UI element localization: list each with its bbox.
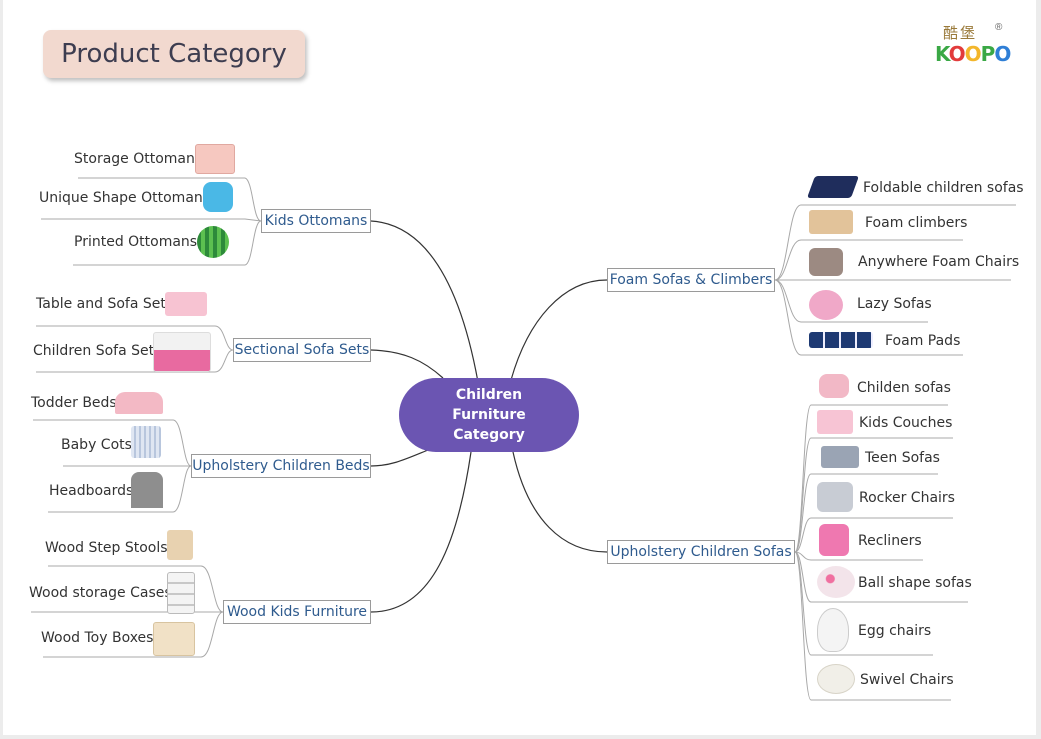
step-stool-image <box>167 530 193 560</box>
leaf-anywhere-foam-chairs: Anywhere Foam Chairs <box>858 254 1020 270</box>
brand-logo: 酷堡 ® KOOPO <box>933 22 1011 72</box>
leaf-wood-toy-boxes: Wood Toy Boxes <box>41 630 154 646</box>
table-sofa-set-image <box>165 292 207 316</box>
leaf-todder-beds: Todder Beds <box>31 395 117 411</box>
connector-foam-sofas <box>510 279 608 381</box>
connector-upholstery-sofas <box>512 451 608 553</box>
center-line-1: Children <box>455 387 523 403</box>
children-sofa-image <box>819 374 849 398</box>
leaf-childen-sofas: Childen sofas <box>857 380 951 396</box>
branch-kids-ottomans: Kids Ottomans <box>261 209 371 233</box>
leaf-ball-shape-sofas: Ball shape sofas <box>858 575 972 591</box>
children-sofa-set-image <box>153 332 211 372</box>
center-line-3: Category <box>453 427 525 443</box>
egg-chair-image <box>817 608 849 652</box>
leaf-wood-step-stools: Wood Step Stools <box>45 540 168 556</box>
leaf-kids-couches: Kids Couches <box>859 415 953 431</box>
leaf-headboards: Headboards <box>49 483 134 499</box>
storage-case-image <box>167 572 195 614</box>
center-node: Children Furniture Category <box>399 378 579 452</box>
leaf-printed-ottomans: Printed Ottomans <box>74 234 198 250</box>
teen-sofa-image <box>821 446 859 468</box>
leaf-lazy-sofas: Lazy Sofas <box>857 296 932 312</box>
headboard-image <box>131 472 163 508</box>
leaf-rocker-chairs: Rocker Chairs <box>859 490 955 506</box>
swivel-chair-image <box>817 664 855 694</box>
logo-chinese-text: 酷堡 <box>943 24 978 42</box>
leaf-foam-pads: Foam Pads <box>885 333 961 349</box>
leaf-children-sofa-sets: Children Sofa Sets <box>33 343 162 359</box>
branch-upholstery-children-sofas: Upholstery Children Sofas <box>607 540 795 564</box>
registered-mark: ® <box>995 22 1003 33</box>
toddler-bed-image <box>115 392 163 414</box>
branch-sectional-sofa-sets: Sectional Sofa Sets <box>233 338 371 362</box>
rocker-chair-image <box>817 482 853 512</box>
leaf-egg-chairs: Egg chairs <box>858 623 932 639</box>
leaf-teen-sofas: Teen Sofas <box>865 450 940 466</box>
connector-lines <box>31 177 1016 701</box>
title-banner: Product Category <box>43 30 305 78</box>
leaf-wood-storage-cases: Wood storage Cases <box>29 585 172 601</box>
connector-kids-ottomans <box>370 220 479 383</box>
foam-chair-image <box>809 248 843 276</box>
connector-sectional-sofa-sets <box>370 349 444 379</box>
ball-sofa-image <box>817 566 855 598</box>
foam-climber-image <box>809 210 853 234</box>
recliner-image <box>819 524 849 556</box>
lazy-sofa-image <box>809 290 843 320</box>
foldable-sofa-image <box>806 176 860 198</box>
branch-upholstery-children-beds: Upholstery Children Beds <box>191 454 371 478</box>
leaf-baby-cots: Baby Cots <box>61 437 132 453</box>
leaf-foldable-children-sofas: Foldable children sofas <box>863 180 1024 196</box>
foam-pad-image <box>809 332 873 348</box>
leaf-recliners: Recliners <box>858 533 922 549</box>
toy-box-image <box>153 622 195 656</box>
mind-map-page: Product Category 酷堡 ® KOOPO <box>3 0 1036 735</box>
leaf-swivel-chairs: Swivel Chairs <box>860 672 954 688</box>
leaf-unique-shape-ottomans: Unique Shape Ottomans <box>39 190 211 206</box>
unique-ottoman-image <box>203 182 233 212</box>
leaf-table-and-sofa-sets: Table and Sofa Sets <box>36 296 174 312</box>
center-line-2: Furniture <box>452 407 526 423</box>
logo-text: KOOPO <box>935 42 1011 66</box>
watermelon-ottoman-image <box>197 226 229 258</box>
baby-cot-image <box>131 426 161 458</box>
leaf-storage-ottomans: Storage Ottomans <box>74 151 203 167</box>
branch-foam-sofas-climbers: Foam Sofas & Climbers <box>607 268 775 292</box>
kids-couch-image <box>817 410 853 434</box>
connector-upholstery-beds <box>370 447 434 467</box>
connector-wood-kids <box>370 451 472 613</box>
page-title: Product Category <box>61 39 287 69</box>
leaf-foam-climbers: Foam climbers <box>865 215 968 231</box>
storage-ottoman-image <box>195 144 235 174</box>
branch-wood-kids-furniture: Wood Kids Furniture <box>223 600 371 624</box>
